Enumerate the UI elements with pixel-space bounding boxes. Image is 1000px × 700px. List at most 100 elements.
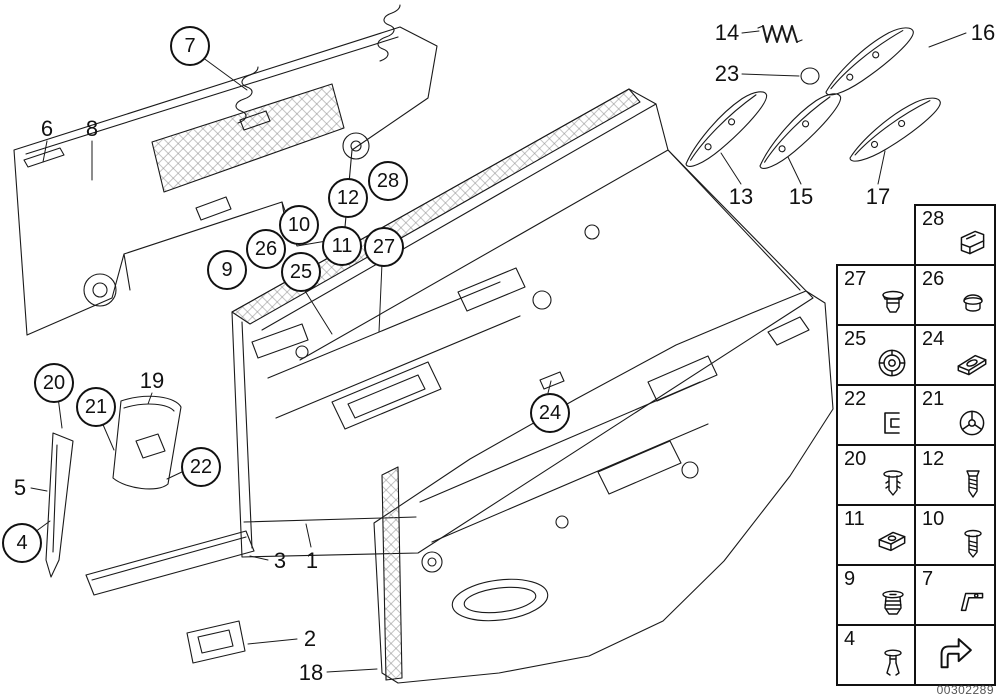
grid-cell-number: 12: [922, 448, 945, 470]
label-15[interactable]: 15: [789, 186, 813, 208]
grid-cell-28[interactable]: 28: [914, 204, 996, 266]
label-text: 6: [40, 116, 54, 141]
callout-20[interactable]: 20: [34, 363, 74, 403]
callout-label: 28: [376, 170, 400, 192]
sheet-clip-icon: [960, 230, 985, 255]
label-3[interactable]: 3: [274, 550, 286, 572]
label-13[interactable]: 13: [729, 186, 753, 208]
callout-label: 21: [84, 396, 108, 418]
grid-cell-number: 11: [844, 508, 865, 530]
callout-label: 26: [254, 238, 278, 260]
grid-cell-9[interactable]: 9: [836, 564, 916, 626]
label-16[interactable]: 16: [971, 22, 995, 44]
label-18[interactable]: 18: [299, 662, 323, 684]
push-rivet-icon: [883, 470, 903, 496]
callout-25[interactable]: 25: [281, 252, 321, 292]
label-5[interactable]: 5: [14, 477, 26, 499]
grid-cell-24[interactable]: 24: [914, 324, 996, 386]
callout-label: 11: [331, 235, 353, 257]
expansion-grommet-icon: [882, 590, 904, 615]
callout-12[interactable]: 12: [328, 178, 368, 218]
grid-cell-number: 20: [844, 448, 867, 470]
label-8[interactable]: 8: [86, 118, 98, 140]
label-text: 16: [970, 20, 996, 45]
grid-cell-number: 22: [844, 388, 867, 410]
lower-panel-part-18: [373, 290, 834, 684]
label-text: 19: [139, 368, 165, 393]
label-1[interactable]: 1: [306, 550, 318, 572]
grid-cell-26[interactable]: 26: [914, 264, 996, 326]
label-text: 8: [85, 116, 99, 141]
callout-10[interactable]: 10: [279, 205, 319, 245]
label-2[interactable]: 2: [304, 628, 316, 650]
pad-part-19: [112, 395, 182, 490]
callout-9[interactable]: 9: [207, 250, 247, 290]
grommet-part-23: [800, 67, 820, 85]
grid-cell-10[interactable]: 10: [914, 504, 996, 566]
label-text: 5: [13, 475, 27, 500]
label-text: 17: [865, 184, 891, 209]
tapping-screw-icon: [966, 470, 980, 498]
retainer-plate-icon: [957, 354, 987, 376]
label-text: 18: [298, 660, 324, 685]
callout-22[interactable]: 22: [181, 447, 221, 487]
callout-label: 4: [16, 532, 28, 554]
grid-cell-7[interactable]: 7: [914, 564, 996, 626]
leader-lines: [30, 30, 967, 673]
grid-cell-number: 7: [922, 568, 934, 590]
grid-cell-continuation[interactable]: [914, 624, 996, 686]
grid-cell-12[interactable]: 12: [914, 444, 996, 506]
grid-cell-number: 9: [844, 568, 856, 590]
strip-part-6: [23, 147, 65, 168]
grid-cell-number: 28: [922, 208, 945, 230]
label-23[interactable]: 23: [715, 63, 739, 85]
main-trim-panel-part-1: [231, 88, 814, 558]
callout-label: 27: [372, 236, 396, 258]
buffer-springs-part-7: [235, 4, 401, 124]
callout-label: 10: [287, 214, 311, 236]
grid-cell-number: 27: [844, 268, 867, 290]
label-text: 13: [728, 184, 754, 209]
document-number: 00302289: [936, 683, 994, 697]
callout-label: 22: [189, 456, 213, 478]
pan-screw-icon: [964, 529, 982, 558]
callout-7[interactable]: 7: [170, 26, 210, 66]
grid-cell-20[interactable]: 20: [836, 444, 916, 506]
label-text: 2: [303, 626, 317, 651]
label-text: 23: [714, 61, 740, 86]
callout-label: 20: [42, 372, 66, 394]
grid-cell-number: 4: [844, 628, 856, 650]
callout-4[interactable]: 4: [2, 523, 42, 563]
grid-cell-4[interactable]: 4: [836, 624, 916, 686]
grid-cell-27[interactable]: 27: [836, 264, 916, 326]
rosette-nut-icon: [959, 410, 985, 436]
callout-label: 24: [538, 402, 562, 424]
callout-label: 7: [184, 35, 196, 57]
grid-cell-number: 26: [922, 268, 945, 290]
callout-26[interactable]: 26: [246, 229, 286, 269]
grid-cell-number: 21: [922, 388, 945, 410]
grid-cell-number: 24: [922, 328, 945, 350]
label-text: 3: [273, 548, 287, 573]
label-6[interactable]: 6: [41, 118, 53, 140]
washer-fastener-icon: [878, 349, 906, 377]
callout-28[interactable]: 28: [368, 161, 408, 201]
grid-cell-11[interactable]: 11: [836, 504, 916, 566]
callout-11[interactable]: 11: [322, 226, 362, 266]
callout-21[interactable]: 21: [76, 387, 116, 427]
label-text: 15: [788, 184, 814, 209]
grid-cell-21[interactable]: 21: [914, 384, 996, 446]
expanding-rivet-icon: [882, 290, 904, 313]
callout-27[interactable]: 27: [364, 227, 404, 267]
clip-nut-icon: [878, 531, 906, 552]
grid-cell-22[interactable]: 22: [836, 384, 916, 446]
trim-blades-parts-13-15-16-17: [685, 27, 941, 169]
label-17[interactable]: 17: [866, 186, 890, 208]
strip-part-5: [45, 432, 74, 578]
callout-24[interactable]: 24: [530, 393, 570, 433]
label-14[interactable]: 14: [715, 22, 739, 44]
label-19[interactable]: 19: [140, 370, 164, 392]
grid-cell-25[interactable]: 25: [836, 324, 916, 386]
